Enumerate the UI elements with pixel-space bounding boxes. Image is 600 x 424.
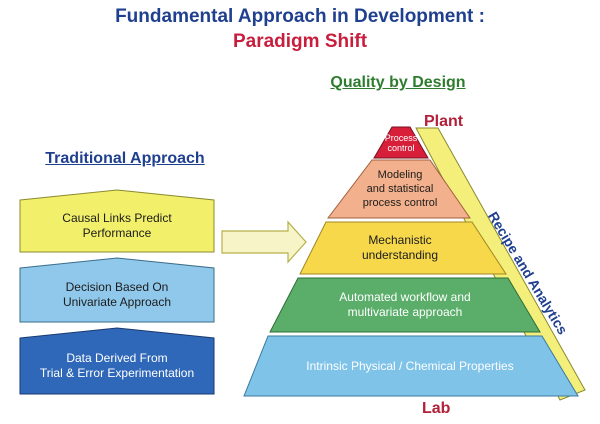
transition-arrow (221, 220, 307, 264)
traditional-block-1-label: Causal Links Predict Performance (62, 211, 172, 240)
traditional-heading: Traditional Approach (45, 150, 205, 167)
pyramid-level-5 (243, 335, 579, 397)
pyramid-level-1-label: Process control (384, 133, 418, 153)
pyramid-level-2 (326, 159, 471, 219)
traditional-block-3 (19, 327, 215, 395)
pyramid-level-3-label: Mechanistic understanding (361, 233, 439, 262)
pyramid-level-3 (299, 221, 507, 275)
lab-label: Lab (422, 400, 451, 417)
traditional-block-2 (19, 257, 215, 323)
traditional-block-2-label: Decision Based On Univariate Approach (62, 280, 172, 309)
pyramid-level-5-label: Intrinsic Physical / Chemical Properties (306, 358, 514, 373)
qbd-heading: Quality by Design (330, 74, 466, 91)
diagram-title: Fundamental Approach in Development : (115, 6, 485, 27)
pyramid-level-2-label: Modeling and statistical process control (362, 169, 438, 209)
pyramid-level-4-label: Automated workflow and multivariate appr… (339, 290, 471, 319)
pyramid-level-4 (269, 277, 541, 333)
plant-label: Plant (424, 113, 464, 130)
traditional-block-3-label: Data Derived From Trial & Error Experime… (39, 351, 195, 380)
pyramid-level-1 (373, 126, 429, 159)
diagram-subtitle: Paradigm Shift (232, 31, 368, 52)
traditional-block-1 (19, 189, 215, 253)
